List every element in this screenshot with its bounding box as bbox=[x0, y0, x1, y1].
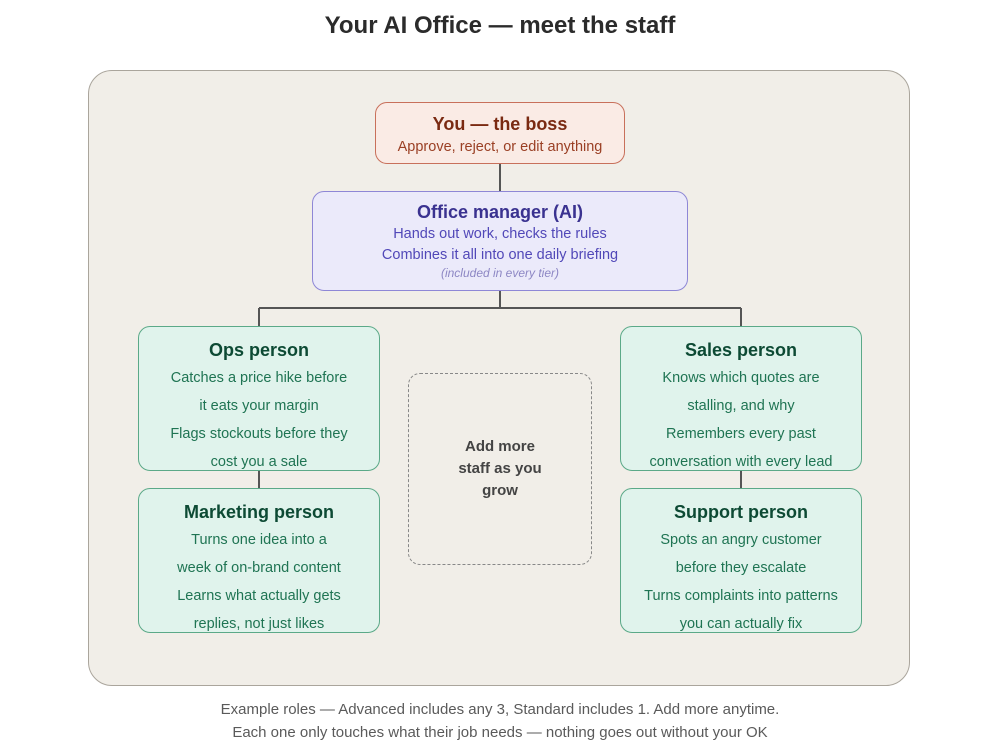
boss-title: You — the boss bbox=[432, 114, 568, 134]
support-line1: Spots an angry customer bbox=[660, 532, 822, 548]
manager-line1: Hands out work, checks the rules bbox=[393, 226, 607, 242]
sales-line2: stalling, and why bbox=[687, 398, 795, 414]
ops-line1: Catches a price hike before bbox=[170, 370, 348, 386]
add-more-label: Add more staff as you grow bbox=[458, 438, 542, 499]
footer-note-2: Each one only touches what their job nee… bbox=[232, 724, 768, 741]
sales-line3: Remembers every past bbox=[666, 426, 816, 442]
marketing-line1: Turns one idea into a bbox=[191, 532, 327, 548]
ops-line4: cost you a sale bbox=[210, 454, 308, 470]
diagram-title: Your AI Office — meet the staff bbox=[324, 12, 676, 39]
ops-title: Ops person bbox=[208, 340, 310, 360]
sales-line4: conversation with every lead bbox=[649, 454, 833, 470]
manager-box: Office manager (AI) Hands out work, chec… bbox=[312, 191, 688, 291]
support-person-box: Support person Spots an angry customer b… bbox=[620, 488, 862, 633]
marketing-line4: replies, not just likes bbox=[193, 616, 325, 632]
sales-person-box: Sales person Knows which quotes are stal… bbox=[620, 326, 862, 471]
footer-note-1: Example roles — Advanced includes any 3,… bbox=[220, 701, 780, 718]
manager-note: (included in every tier) bbox=[440, 266, 560, 280]
sales-title: Sales person bbox=[684, 340, 798, 360]
ops-line2: it eats your margin bbox=[199, 398, 319, 414]
marketing-line3: Learns what actually gets bbox=[177, 588, 341, 604]
ops-line3: Flags stockouts before they bbox=[170, 426, 348, 442]
support-title: Support person bbox=[674, 502, 808, 522]
support-line3: Turns complaints into patterns bbox=[644, 588, 838, 604]
support-line4: you can actually fix bbox=[679, 616, 803, 632]
boss-desc: Approve, reject, or edit anything bbox=[397, 139, 603, 155]
marketing-title: Marketing person bbox=[183, 502, 335, 522]
ops-person-box: Ops person Catches a price hike before i… bbox=[138, 326, 380, 471]
manager-line2: Combines it all into one daily briefing bbox=[381, 247, 619, 263]
support-line2: before they escalate bbox=[675, 560, 807, 576]
manager-title: Office manager (AI) bbox=[416, 202, 584, 222]
marketing-person-box: Marketing person Turns one idea into a w… bbox=[138, 488, 380, 633]
boss-box: You — the boss Approve, reject, or edit … bbox=[375, 102, 625, 164]
sales-line1: Knows which quotes are bbox=[662, 370, 820, 386]
marketing-line2: week of on-brand content bbox=[177, 560, 341, 576]
add-more-staff-placeholder: Add more staff as you grow bbox=[408, 373, 592, 565]
